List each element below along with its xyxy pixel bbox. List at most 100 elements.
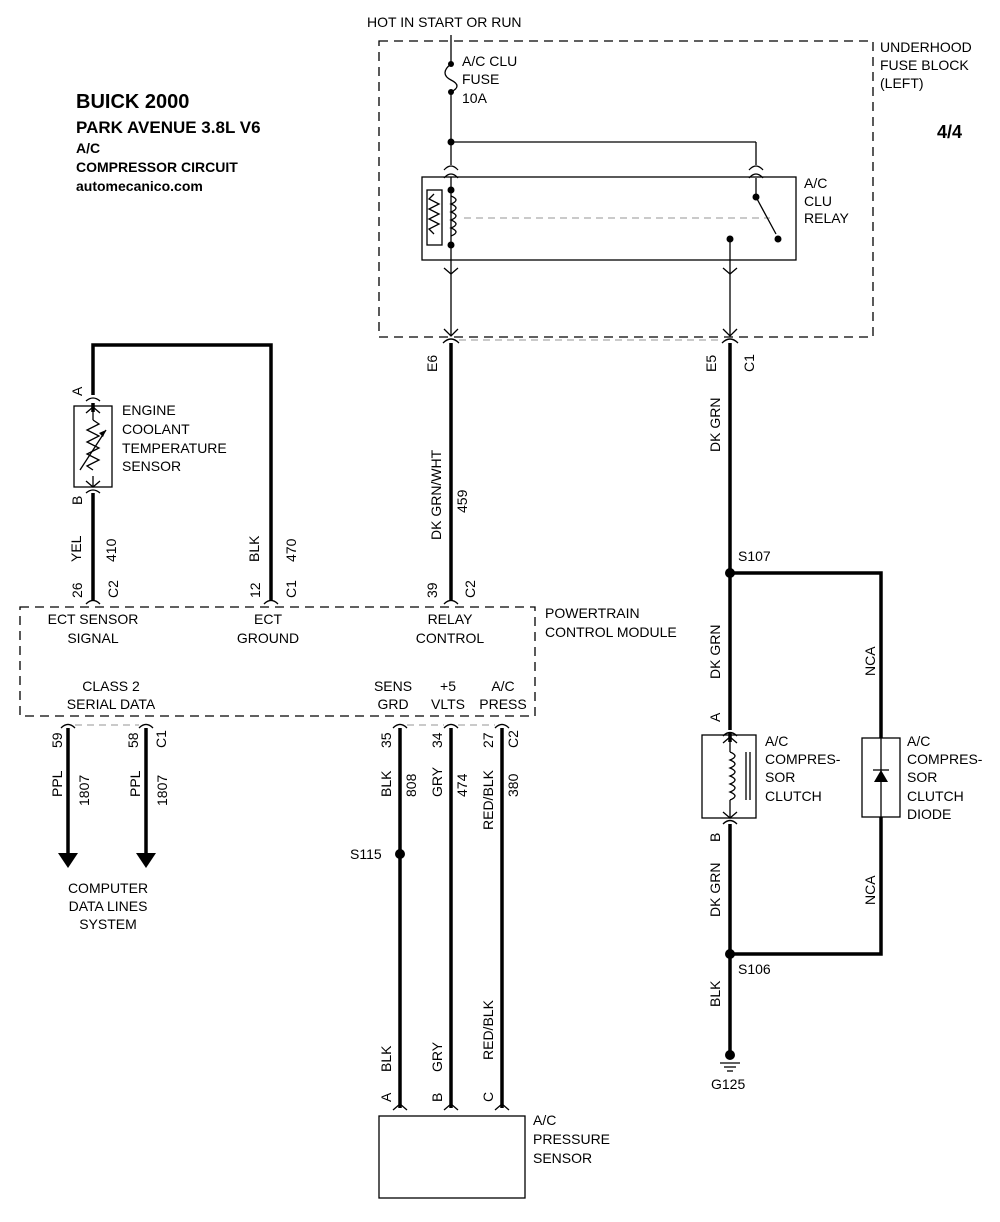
svg-text:ECT: ECT [254,611,282,627]
svg-text:470: 470 [283,538,299,562]
svg-text:CLUTCH: CLUTCH [907,788,964,804]
svg-text:TEMPERATURE: TEMPERATURE [122,440,227,456]
hot-label: HOT IN START OR RUN [367,14,522,30]
svg-text:RED/BLK: RED/BLK [480,769,496,830]
svg-text:CLUTCH: CLUTCH [765,788,822,804]
svg-text:C1: C1 [153,730,169,748]
svg-text:380: 380 [505,773,521,797]
svg-text:B: B [707,833,723,842]
svg-text:26: 26 [69,582,85,598]
title-block: BUICK 2000 PARK AVENUE 3.8L V6 A/C COMPR… [76,91,261,194]
svg-text:COMPRES-: COMPRES- [765,751,841,767]
svg-text:27: 27 [480,732,496,748]
svg-text:808: 808 [403,773,419,797]
svg-text:C2: C2 [105,580,121,598]
svg-text:COMPRES-: COMPRES- [907,751,983,767]
svg-text:34: 34 [429,732,445,748]
svg-text:DATA LINES: DATA LINES [69,898,148,914]
svg-text:PPL: PPL [127,770,143,797]
ac-compressor-clutch-diode: A/C COMPRES- SOR CLUTCH DIODE [861,733,983,822]
arrow-down-icon [136,853,156,868]
svg-text:COMPUTER: COMPUTER [68,880,148,896]
svg-text:SYSTEM: SYSTEM [79,916,137,932]
title-system: A/C [76,140,100,156]
diode-icon [874,770,888,782]
svg-text:CONTROL MODULE: CONTROL MODULE [545,624,677,640]
svg-text:YEL: YEL [68,535,84,562]
svg-text:POWERTRAIN: POWERTRAIN [545,605,640,621]
svg-text:(LEFT): (LEFT) [880,75,924,91]
fuse-10a: A/C CLU FUSE 10A [444,35,517,165]
pin-e6: E6 [424,355,440,372]
svg-text:474: 474 [454,773,470,797]
wire-nca-bottom [730,817,883,956]
wire-nca-top [730,571,883,738]
svg-text:A/C CLU: A/C CLU [462,53,517,69]
svg-text:35: 35 [378,732,394,748]
svg-text:C1: C1 [283,580,299,598]
svg-text:SENS: SENS [374,678,412,694]
svg-text:A/C: A/C [765,733,788,749]
svg-text:10A: 10A [462,90,488,106]
svg-text:DK GRN: DK GRN [707,863,723,917]
svg-text:12: 12 [247,582,263,598]
svg-text:GRY: GRY [429,1041,445,1072]
svg-text:NCA: NCA [862,875,878,905]
relay-switch-arm [755,196,777,235]
thermistor-symbol [85,419,101,471]
svg-text:GROUND: GROUND [237,630,299,646]
svg-text:C: C [480,1092,496,1102]
ground-icon [720,1050,740,1072]
svg-text:RELAY: RELAY [428,611,474,627]
svg-text:FUSE BLOCK: FUSE BLOCK [880,57,969,73]
svg-text:A: A [707,712,723,722]
title-circuit: COMPRESSOR CIRCUIT [76,159,238,175]
svg-text:RELAY: RELAY [804,210,850,226]
svg-text:CONTROL: CONTROL [416,630,485,646]
svg-text:DK GRN: DK GRN [707,398,723,452]
svg-text:A: A [69,386,85,396]
svg-text:RED/BLK: RED/BLK [480,999,496,1060]
svg-text:BLK: BLK [707,980,723,1007]
svg-text:A/C: A/C [804,175,827,191]
relay-resistor [427,193,441,235]
svg-text:A/C: A/C [907,733,930,749]
svg-text:VLTS: VLTS [431,696,465,712]
clutch-coil [728,751,736,801]
page-number: 4/4 [937,122,962,142]
svg-text:+5: +5 [440,678,456,694]
svg-text:B: B [69,496,85,505]
svg-text:C2: C2 [505,730,521,748]
svg-text:B: B [429,1093,445,1102]
svg-text:S106: S106 [738,961,771,977]
svg-text:410: 410 [103,538,119,562]
svg-text:DIODE: DIODE [907,806,951,822]
svg-text:GRY: GRY [429,766,445,797]
title-make-year: BUICK 2000 [76,91,189,113]
svg-text:BLK: BLK [378,770,394,797]
svg-text:UNDERHOOD: UNDERHOOD [880,39,972,55]
svg-text:FUSE: FUSE [462,71,499,87]
svg-text:1807: 1807 [76,775,92,806]
svg-text:A/C: A/C [533,1112,556,1128]
relay-coil [449,195,457,237]
title-model: PARK AVENUE 3.8L V6 [76,118,261,137]
svg-text:1807: 1807 [154,775,170,806]
svg-text:PRESS: PRESS [479,696,526,712]
svg-text:SENSOR: SENSOR [533,1150,592,1166]
svg-text:A/C: A/C [491,678,514,694]
svg-text:PPL: PPL [49,770,65,797]
svg-text:BLK: BLK [378,1045,394,1072]
svg-text:59: 59 [49,732,65,748]
ect-sensor: ENGINE COOLANT TEMPERATURE SENSOR [73,397,227,494]
ground-g125: G125 [711,1076,745,1092]
svg-text:SOR: SOR [765,769,795,785]
svg-text:ENGINE: ENGINE [122,402,176,418]
svg-text:BLK: BLK [246,535,262,562]
pin-e5-connector: C1 [741,354,757,372]
wire-459-number: 459 [454,489,470,513]
wire-459-color: DK GRN/WHT [428,449,444,540]
fuse-block-outline [378,40,874,338]
splice-s106 [725,949,735,959]
